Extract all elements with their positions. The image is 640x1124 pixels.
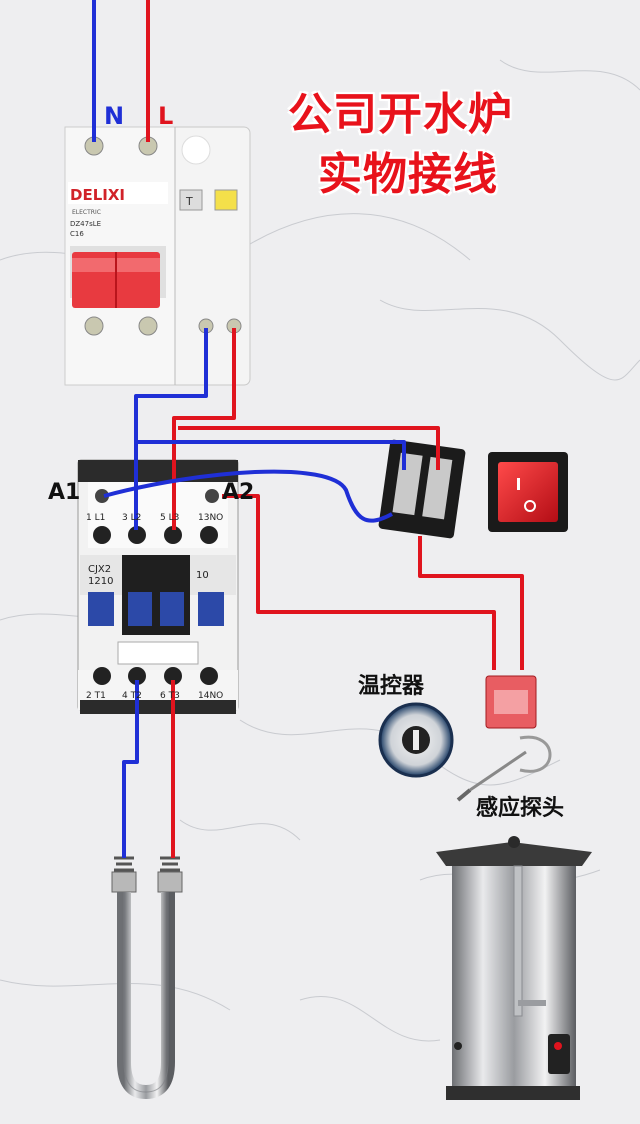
coil-a1-label: A1	[48, 480, 81, 505]
contactor-model-1: CJX2	[88, 564, 111, 575]
live-to-switch	[178, 426, 440, 470]
terminal-top-1: 1 L1	[86, 513, 105, 523]
terminal-bottom-4: 14NO	[198, 691, 223, 701]
terminal-top-4: 13NO	[198, 513, 223, 523]
title-line-1: 公司开水炉	[288, 89, 513, 140]
terminal-bottom-3: 6 T3	[160, 691, 180, 701]
breaker-model: DZ47sLE	[70, 220, 101, 228]
live-to-contactor	[172, 328, 236, 530]
circuit-breaker: DELIXI ELECTRIC DZ47sLE C16 T	[64, 126, 251, 386]
coil-a1-wire	[103, 469, 393, 523]
switch-to-thermostat	[418, 536, 524, 670]
thermostat	[378, 675, 552, 802]
neutral-to-contactor	[134, 328, 208, 530]
breaker-rating: C16	[70, 230, 84, 238]
live-label: L	[158, 102, 174, 130]
terminal-bottom-1: 2 T1	[86, 691, 106, 701]
terminal-bottom-2: 4 T2	[122, 691, 142, 701]
breaker-brand-sub: ELECTRIC	[72, 209, 101, 216]
contactor-aux-label: 10	[196, 570, 209, 581]
rocker-switch-front	[488, 452, 568, 532]
heater-neutral-wire	[122, 680, 139, 858]
neutral-label: N	[104, 102, 125, 130]
coil-a2-wire	[222, 494, 496, 670]
terminal-top-2: 3 L2	[122, 513, 141, 523]
contactor	[77, 459, 239, 714]
terminal-top-3: 5 L3	[160, 513, 179, 523]
water-boiler	[436, 836, 592, 1100]
wires	[92, 0, 524, 858]
title-line-2: 实物接线	[318, 149, 498, 200]
probe-label: 感应探头	[476, 796, 565, 821]
breaker-indicator	[214, 189, 238, 211]
coil-a2-label: A2	[222, 480, 255, 505]
contactor-labels: 1 L1 3 L2 5 L3 13NO 2 T1 4 T2 6 T3 14NO …	[86, 513, 223, 701]
breaker-brand: DELIXI	[70, 186, 125, 204]
thermostat-label: 温控器	[358, 674, 425, 699]
breaker-test-label: T	[185, 195, 193, 208]
heating-element	[111, 856, 183, 1100]
contactor-model-2: 1210	[88, 576, 113, 587]
neutral-to-coil	[136, 440, 406, 470]
rocker-switch-back	[378, 439, 466, 539]
